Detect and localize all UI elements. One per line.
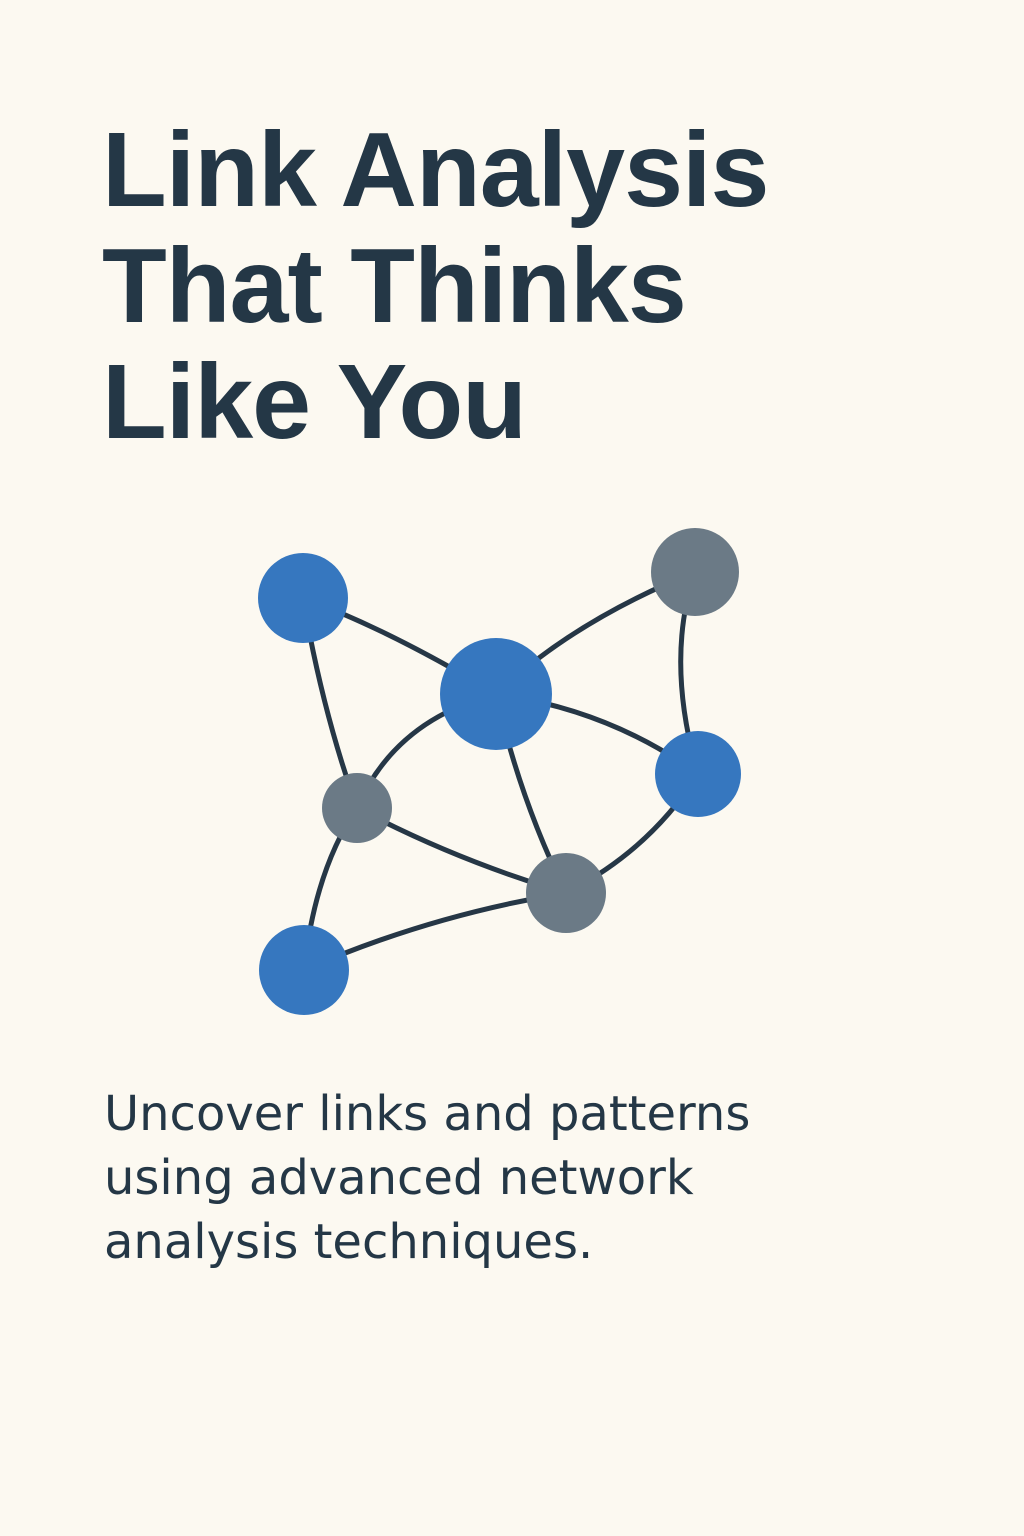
graph-edges (300, 569, 701, 973)
edge-top-left-center (300, 595, 499, 697)
headline: Link Analysis That Thinks Like You (102, 112, 922, 460)
tagline-line-1: Uncover links and patterns (104, 1086, 751, 1142)
node-bottom-left (259, 925, 349, 1015)
edge-top-right-right (678, 569, 701, 777)
tagline-line-2: using advanced network (104, 1150, 694, 1206)
graph-nodes (258, 528, 741, 1015)
edge-top-left-mid-left (300, 595, 360, 811)
tagline: Uncover links and patterns using advance… (104, 1082, 964, 1274)
node-mid-left (322, 773, 392, 843)
node-right (655, 731, 741, 817)
tagline-line-3: analysis techniques. (104, 1214, 594, 1270)
node-top-left (258, 553, 348, 643)
headline-line-1: Link Analysis (102, 111, 769, 229)
headline-line-3: Like You (102, 343, 527, 461)
node-lower-center (526, 853, 606, 933)
node-top-right (651, 528, 739, 616)
edge-center-right (493, 691, 701, 777)
headline-line-2: That Thinks (102, 227, 687, 345)
edge-center-lower-center (493, 691, 569, 896)
edge-bottom-left-lower-center (301, 890, 569, 973)
edge-right-lower-center (563, 771, 701, 896)
edge-center-top-right (493, 569, 698, 697)
node-center (440, 638, 552, 750)
edge-mid-left-bottom-left (301, 805, 360, 973)
edge-center-mid-left (354, 691, 499, 811)
edge-mid-left-lower-center (354, 805, 569, 896)
